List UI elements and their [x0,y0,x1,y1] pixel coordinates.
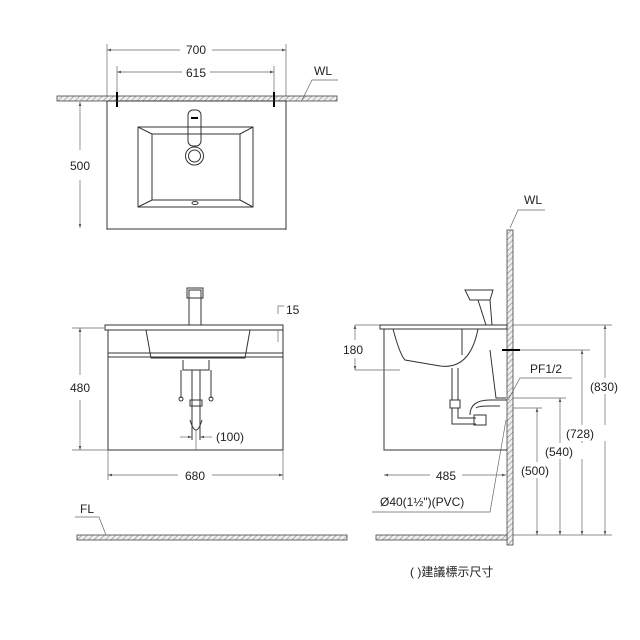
dimension-note: ( )建議標示尺寸 [410,565,493,579]
supply-label: PF1/2 [530,362,562,376]
dim-680: 680 [185,469,205,483]
dim-485: 485 [436,469,456,483]
dim-480: 480 [70,381,90,395]
dim-700: 700 [186,43,206,57]
dim-830: (830) [590,380,618,394]
wl-label-top: WL [314,64,332,78]
dim-180: 180 [343,343,363,357]
faucet-front-icon [188,289,202,326]
dim-615: 615 [186,66,206,80]
wall-top [56,95,338,102]
dim-728: (728) [566,427,594,441]
dim-100: (100) [216,430,244,444]
dim-500: 500 [70,159,90,173]
top-view: 700 615 WL 500 [56,43,338,230]
front-view: (100) 15 480 680 FL [70,287,348,541]
wall-side [506,229,514,546]
floor-side [375,534,508,541]
faucet-side-icon [461,289,494,355]
vanity-top-outline [106,100,287,230]
dim-15: 15 [286,303,300,317]
faucet-top-icon [187,109,202,147]
dim-500-side: (500) [521,464,549,478]
floor-front [76,534,348,541]
cabinet-front [107,329,284,451]
side-view: WL 180 485 Ø40(1½")(PVC) PF1/2 (830) (72… [343,193,632,546]
dim-540: (540) [545,445,573,459]
drain-label: Ø40(1½")(PVC) [380,495,464,509]
wl-label-side: WL [524,193,542,207]
fl-label: FL [80,502,94,516]
